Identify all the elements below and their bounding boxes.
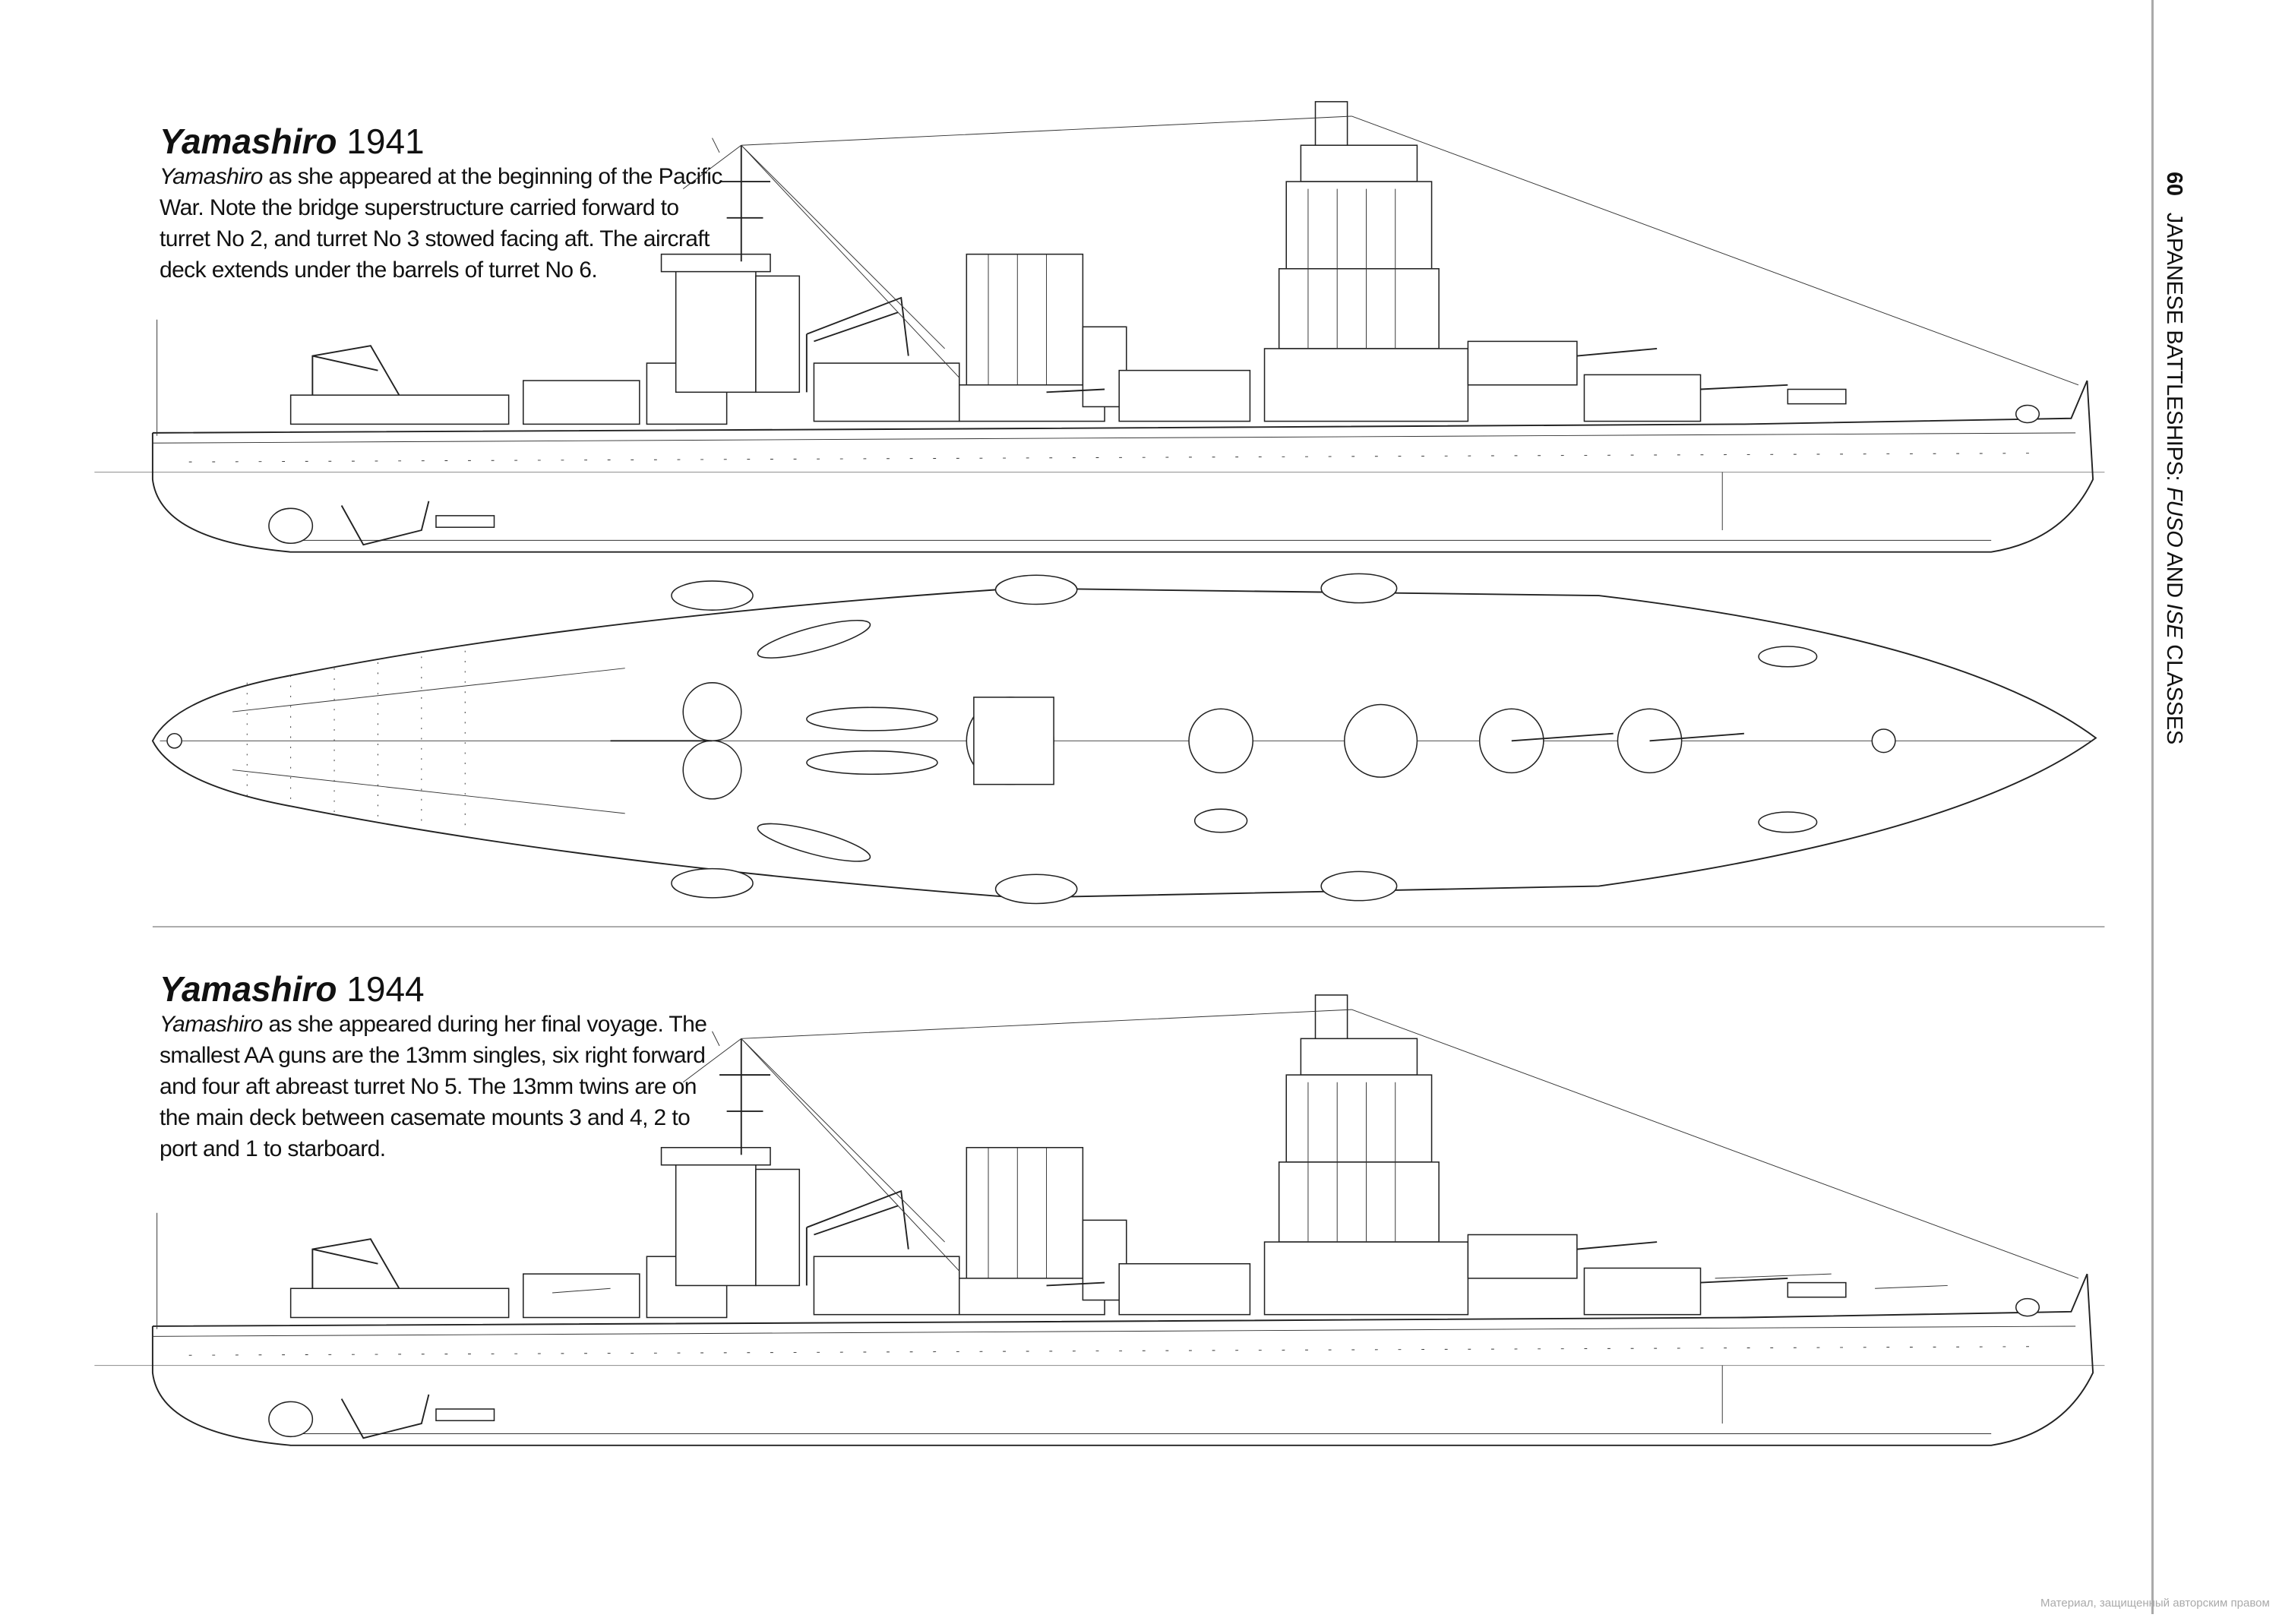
caption-line: smallest AA guns are the 13mm singles, s… — [160, 1040, 706, 1071]
caption-title: Yamashiro 1944 — [160, 969, 706, 1009]
running-head: 60JAPANESE BATTLESHIPS: FUSO AND ISE CLA… — [2161, 172, 2186, 744]
yamashiro-1944-side-profile — [93, 994, 2106, 1446]
ship-name: Yamashiro — [160, 122, 337, 161]
ship-name: Yamashiro — [160, 969, 337, 1009]
caption-line: Yamashiro as she appeared at the beginni… — [160, 161, 722, 192]
caption-line: Yamashiro as she appeared during her fin… — [160, 1009, 707, 1040]
running-head-text: AND — [2162, 547, 2186, 604]
caption-line: turret No 2, and turret No 3 stowed faci… — [160, 223, 722, 254]
caption-line: and four aft abreast turret No 5. The 13… — [160, 1071, 706, 1102]
page-number: 60 — [2162, 172, 2186, 196]
line-text: port and 1 to starboard. — [160, 1136, 386, 1161]
caption-line: port and 1 to starboard. — [160, 1133, 706, 1164]
line-text: the main deck between casemate mounts 3 … — [160, 1105, 691, 1130]
running-head-ise: ISE — [2162, 603, 2186, 639]
year: 1944 — [346, 969, 425, 1009]
running-head-text: JAPANESE BATTLESHIPS: — [2162, 212, 2186, 488]
line-text: War. Note the bridge superstructure carr… — [160, 195, 679, 220]
caption-line: deck extends under the barrels of turret… — [160, 254, 722, 286]
ship-name-italic: Yamashiro — [160, 164, 263, 189]
year: 1941 — [346, 122, 425, 161]
line-text: as she appeared at the beginning of the … — [262, 164, 723, 189]
margin-rule — [2151, 0, 2154, 1614]
yamashiro-1941-plan-view — [151, 573, 2097, 905]
caption-line: War. Note the bridge superstructure carr… — [160, 192, 722, 223]
ship-name-italic: Yamashiro — [160, 1012, 263, 1037]
caption-line: the main deck between casemate mounts 3 … — [160, 1102, 706, 1133]
line-text: as she appeared during her final voyage.… — [262, 1012, 707, 1037]
running-head-text: CLASSES — [2162, 638, 2186, 744]
caption-title: Yamashiro 1941 — [160, 122, 722, 161]
line-text: turret No 2, and turret No 3 stowed faci… — [160, 226, 710, 251]
line-text: and four aft abreast turret No 5. The 13… — [160, 1074, 697, 1099]
caption-yamashiro-1944: Yamashiro 1944 Yamashiro as she appeared… — [160, 969, 707, 1164]
caption-yamashiro-1941: Yamashiro 1941 Yamashiro as she appeared… — [160, 122, 722, 286]
running-head-fuso: FUSO — [2162, 487, 2186, 548]
line-text: smallest AA guns are the 13mm singles, s… — [160, 1043, 706, 1068]
line-text: deck extends under the barrels of turret… — [160, 258, 598, 283]
copyright-watermark: Материал, защищенный авторским правом — [2040, 1597, 2270, 1610]
